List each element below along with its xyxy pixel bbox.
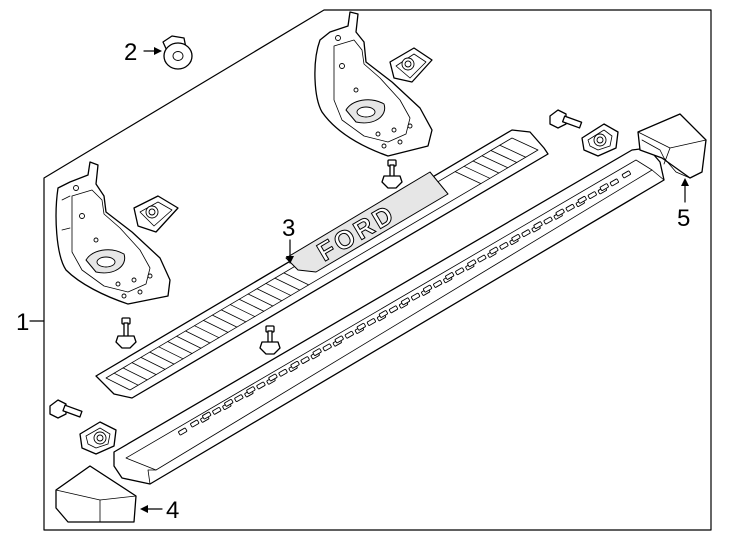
callout-1: 1 bbox=[16, 309, 29, 336]
step-pad-rib bbox=[194, 325, 220, 339]
step-pad-rib bbox=[185, 330, 211, 344]
bolt-left-bracket bbox=[115, 317, 137, 349]
left-nut-plate bbox=[133, 195, 179, 233]
left-mounting-bracket bbox=[55, 161, 171, 305]
step-pad-rib bbox=[167, 341, 193, 354]
callout-3: 3 bbox=[282, 215, 295, 242]
running-board-slot bbox=[278, 368, 288, 377]
running-board-slot bbox=[565, 203, 575, 212]
running-board-slot bbox=[224, 399, 234, 407]
running-board-slots bbox=[178, 170, 631, 436]
running-board-slot bbox=[246, 386, 256, 394]
running-board-slot bbox=[290, 360, 300, 369]
running-board-slot bbox=[489, 246, 499, 255]
running-board-slot bbox=[256, 381, 266, 390]
running-board-slot bbox=[388, 305, 399, 314]
running-board-slot bbox=[334, 335, 344, 344]
step-pad-rib bbox=[265, 283, 292, 296]
running-board-slot bbox=[411, 292, 421, 301]
right-nut-plate bbox=[389, 47, 433, 83]
bolt-rear-horizontal bbox=[549, 109, 583, 129]
running-board-slot bbox=[511, 234, 521, 242]
running-board bbox=[113, 147, 665, 485]
running-board-slot bbox=[312, 348, 322, 356]
running-board-slot bbox=[445, 272, 455, 280]
running-board-slot bbox=[467, 259, 477, 268]
step-pad-rib bbox=[238, 298, 265, 312]
running-board-slot bbox=[190, 419, 200, 428]
part-4-front-end-cap bbox=[55, 465, 137, 523]
step-pad-rib bbox=[211, 314, 238, 328]
running-board-slot bbox=[555, 208, 565, 217]
step-pad-rib bbox=[499, 144, 527, 158]
running-board-slot bbox=[455, 267, 465, 276]
step-pad-rib bbox=[256, 288, 283, 302]
running-board-slot bbox=[577, 195, 587, 204]
step-pad-rib bbox=[481, 155, 509, 169]
callout-4: 4 bbox=[166, 497, 179, 524]
front-board-nut-plate bbox=[79, 421, 117, 455]
right-mounting-bracket bbox=[314, 11, 433, 157]
step-pad-rib bbox=[472, 160, 500, 174]
step-pad-rib bbox=[176, 335, 202, 349]
running-board-slot bbox=[533, 221, 543, 229]
running-board-slot bbox=[587, 191, 597, 199]
running-board-slot bbox=[300, 356, 310, 364]
step-pad-rib bbox=[220, 309, 247, 323]
step-pad-rib bbox=[490, 150, 518, 163]
step-pad-rib bbox=[131, 362, 157, 376]
running-board-slot bbox=[423, 284, 433, 293]
bolt-step-pad bbox=[259, 325, 281, 355]
running-board-slot bbox=[378, 310, 388, 318]
running-board-slot bbox=[344, 330, 354, 339]
running-board-slot bbox=[521, 229, 531, 237]
running-board-slot bbox=[322, 343, 332, 352]
step-pad-rib bbox=[454, 171, 482, 185]
step-pad-rib bbox=[203, 319, 229, 333]
running-board-slot bbox=[609, 178, 619, 187]
part-5-rear-end-cap bbox=[637, 113, 707, 179]
step-pad-rib bbox=[229, 304, 256, 317]
running-board-slot bbox=[212, 407, 222, 415]
running-board-slot bbox=[599, 183, 609, 191]
running-board-slot bbox=[202, 411, 212, 420]
step-pad-rib bbox=[122, 367, 148, 381]
running-board-slot bbox=[621, 170, 631, 179]
bolt-front-horizontal bbox=[49, 399, 83, 419]
step-pad-rib bbox=[274, 277, 301, 291]
callout-5: 5 bbox=[677, 205, 690, 232]
part-2-clip-nut bbox=[162, 35, 193, 70]
running-board-slot bbox=[356, 322, 366, 331]
running-board-slot bbox=[433, 280, 443, 288]
step-pad-rib bbox=[113, 372, 139, 386]
assembly-border bbox=[43, 9, 712, 531]
running-board-slot bbox=[400, 297, 411, 306]
step-pad-rib bbox=[463, 165, 491, 179]
running-board-slot bbox=[543, 216, 553, 225]
step-pad-rib bbox=[149, 351, 175, 365]
step-pad-ribs bbox=[113, 144, 527, 386]
rear-board-nut-plate bbox=[581, 123, 619, 157]
step-pad-rib bbox=[247, 293, 274, 307]
callout-2: 2 bbox=[124, 39, 137, 66]
running-board-slot bbox=[477, 254, 487, 263]
running-board-slot bbox=[366, 318, 376, 326]
step-pad-rib bbox=[158, 346, 184, 360]
step-pad-rib bbox=[140, 356, 166, 370]
callout-leaders bbox=[29, 47, 689, 513]
running-board-slot bbox=[234, 394, 244, 402]
step-pad-rib bbox=[283, 272, 310, 286]
running-board-slot bbox=[268, 373, 278, 382]
bolt-right-bracket bbox=[381, 159, 403, 189]
running-board-slot bbox=[178, 427, 188, 436]
running-board-slot bbox=[499, 242, 509, 250]
